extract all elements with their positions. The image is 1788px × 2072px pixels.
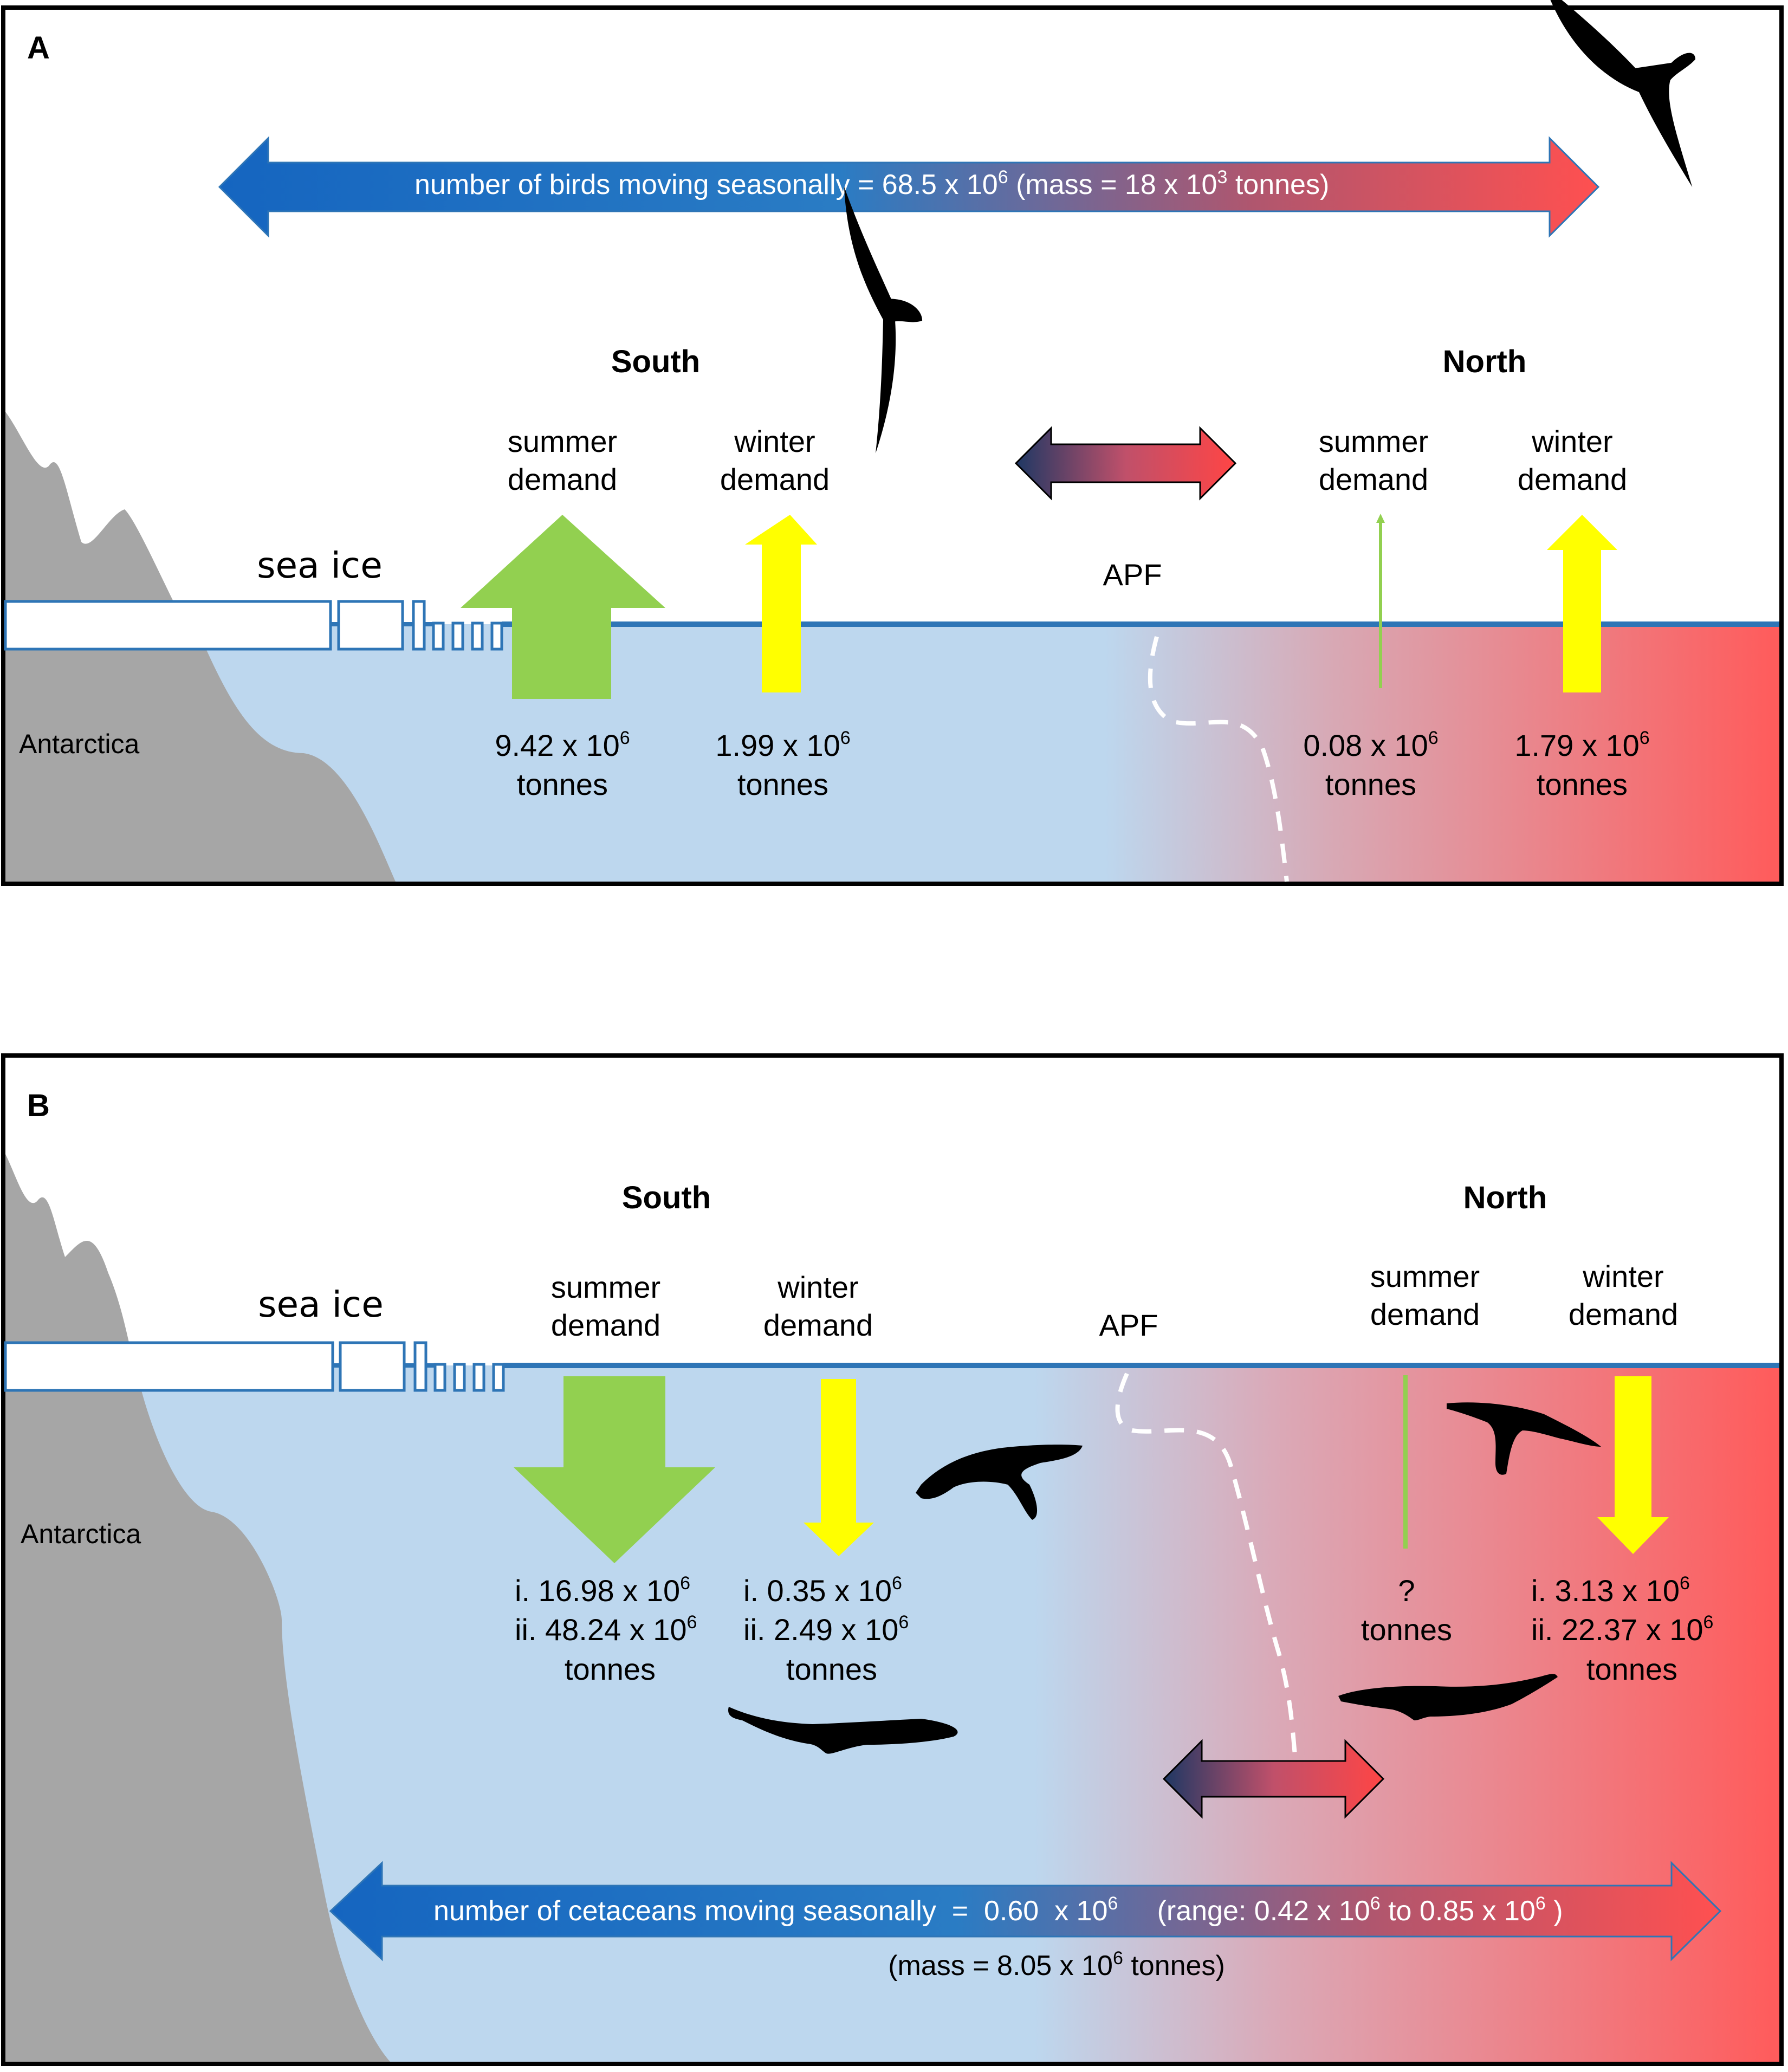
south-winter-label-a2: demand — [720, 462, 830, 496]
north-heading-b: North — [1463, 1180, 1547, 1215]
panel-a: number of birds moving seasonally = 68.5… — [1, 0, 1784, 886]
apf-line-a — [1148, 636, 1289, 882]
albatross-icon — [1545, 0, 1696, 187]
south-winter-label-b1: winter — [777, 1270, 858, 1304]
north-winter-label-b1: winter — [1582, 1259, 1663, 1293]
north-summer-label-a2: demand — [1319, 462, 1428, 496]
north-summer-q-b: ? — [1398, 1574, 1415, 1608]
south-winter-value-a: 1.99 x 106 — [715, 728, 850, 762]
north-summer-label-b2: demand — [1370, 1297, 1480, 1331]
south-winter-arrow-a — [745, 515, 817, 692]
north-winter-label-b2: demand — [1569, 1297, 1678, 1331]
south-heading-b: South — [622, 1180, 711, 1215]
sea-ice-a — [4, 600, 503, 651]
south-winter-value-ii-b: ii. 2.49 x 106 — [743, 1612, 909, 1647]
apf-label-a: APF — [1103, 558, 1162, 592]
north-winter-label-a2: demand — [1518, 462, 1627, 496]
small-migration-arrow-b — [1162, 1739, 1385, 1819]
panel-b: B South North summer demand winter deman… — [1, 1053, 1784, 2066]
north-winter-unit-b: tonnes — [1586, 1652, 1677, 1686]
north-heading-a: North — [1443, 344, 1527, 379]
south-summer-value-ii-b: ii. 48.24 x 106 — [515, 1612, 697, 1647]
south-summer-label-a2: demand — [508, 462, 617, 496]
south-summer-arrow-a — [461, 515, 665, 699]
south-summer-unit-b: tonnes — [565, 1652, 656, 1686]
north-winter-label-a1: winter — [1531, 424, 1612, 458]
south-summer-value-i-b: i. 16.98 x 106 — [515, 1573, 690, 1608]
south-winter-unit-a: tonnes — [737, 767, 828, 801]
cetaceans-arrow-label: number of cetaceans moving seasonally = … — [433, 1893, 1563, 1927]
small-migration-arrow-a — [1014, 426, 1237, 501]
birds-arrow-label: number of birds moving seasonally = 68.5… — [414, 167, 1329, 200]
north-summer-unit-a: tonnes — [1325, 767, 1416, 801]
south-winter-arrow-b — [804, 1379, 874, 1556]
cetaceans-mass-label: (mass = 8.05 x 106 tonnes) — [888, 1948, 1225, 1982]
south-summer-arrow-b — [514, 1376, 715, 1563]
north-summer-label-b1: summer — [1370, 1259, 1480, 1293]
north-summer-bar-b — [1403, 1375, 1408, 1549]
north-winter-value-a: 1.79 x 106 — [1514, 728, 1649, 762]
north-summer-unit-b: tonnes — [1361, 1613, 1452, 1647]
south-summer-value-a: 9.42 x 106 — [495, 728, 630, 762]
albatross-icon — [844, 186, 923, 454]
north-winter-value-i-b: i. 3.13 x 106 — [1531, 1573, 1690, 1608]
whale-icon — [1447, 1402, 1601, 1475]
sea-ice-label-b: sea ice — [258, 1284, 384, 1325]
panel-b-letter: B — [27, 1088, 50, 1123]
whale-icon — [1338, 1674, 1558, 1720]
north-winter-unit-a: tonnes — [1537, 767, 1628, 801]
south-winter-unit-b: tonnes — [786, 1652, 877, 1686]
whale-icon — [728, 1707, 958, 1754]
south-summer-label-b1: summer — [551, 1270, 660, 1304]
antarctica-label-b: Antarctica — [21, 1519, 141, 1549]
panel-a-letter: A — [27, 30, 50, 66]
south-summer-unit-a: tonnes — [517, 767, 608, 801]
north-summer-arrow-a — [1376, 514, 1385, 688]
south-summer-label-b2: demand — [551, 1308, 660, 1342]
north-summer-value-a: 0.08 x 106 — [1303, 728, 1438, 762]
apf-label-b: APF — [1099, 1308, 1158, 1342]
north-summer-label-a1: summer — [1319, 424, 1428, 458]
antarctica-label-a: Antarctica — [19, 729, 140, 759]
north-winter-arrow-b — [1597, 1376, 1669, 1554]
south-winter-label-b2: demand — [763, 1308, 873, 1342]
south-summer-label-a1: summer — [508, 424, 617, 458]
sea-ice-label-a: sea ice — [257, 545, 383, 586]
south-heading-a: South — [611, 344, 700, 379]
south-winter-value-i-b: i. 0.35 x 106 — [743, 1573, 902, 1608]
sea-ice-b — [4, 1341, 505, 1392]
cetaceans-migration-arrow — [329, 1861, 1722, 1961]
south-winter-label-a1: winter — [734, 424, 815, 458]
apf-line-b — [1115, 1372, 1297, 1756]
north-winter-arrow-a — [1547, 515, 1617, 692]
birds-migration-arrow — [218, 136, 1600, 238]
whale-icon — [916, 1445, 1083, 1520]
north-winter-value-ii-b: ii. 22.37 x 106 — [1531, 1612, 1713, 1647]
